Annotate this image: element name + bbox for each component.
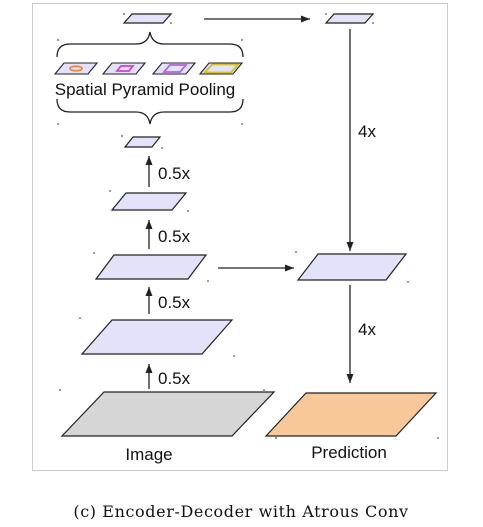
spp-cell-4 [203, 63, 240, 74]
input-label: Image [125, 445, 172, 464]
output-label: Prediction [311, 443, 387, 462]
spp-label: Spatial Pyramid Pooling [55, 80, 235, 99]
spp-map-2 [101, 62, 147, 75]
encoder-output-map [122, 13, 173, 24]
input-image-plane [60, 391, 276, 437]
scale-label-3: 0.5x [158, 227, 191, 246]
decoder-feature-map [296, 253, 408, 281]
decorative-dots [57, 13, 439, 439]
prediction-plane [264, 392, 438, 437]
upsample-label-top: 4x [358, 122, 376, 141]
figure-caption: (c) Encoder-Decoder with Atrous Conv [73, 502, 408, 521]
encoder-feature-map-2 [94, 254, 208, 280]
spp-cell-1 [69, 65, 83, 72]
spp-top-brace [56, 31, 244, 58]
encoder-feature-map-3 [110, 192, 188, 211]
upsampled-top-map [324, 13, 375, 24]
spp-cell-3 [162, 64, 188, 73]
spp-cell-2 [115, 65, 135, 72]
scale-label-4: 0.5x [158, 164, 191, 183]
spp-map-1 [53, 62, 99, 75]
scale-label-1: 0.5x [158, 369, 191, 388]
figure-frame [32, 3, 448, 471]
encoder-feature-map-1 [80, 319, 234, 355]
spp-bottom-brace [56, 98, 244, 125]
scale-label-2: 0.5x [158, 293, 191, 312]
encoder-feature-map-4 [123, 136, 162, 148]
upsample-label-bottom: 4x [358, 320, 376, 339]
